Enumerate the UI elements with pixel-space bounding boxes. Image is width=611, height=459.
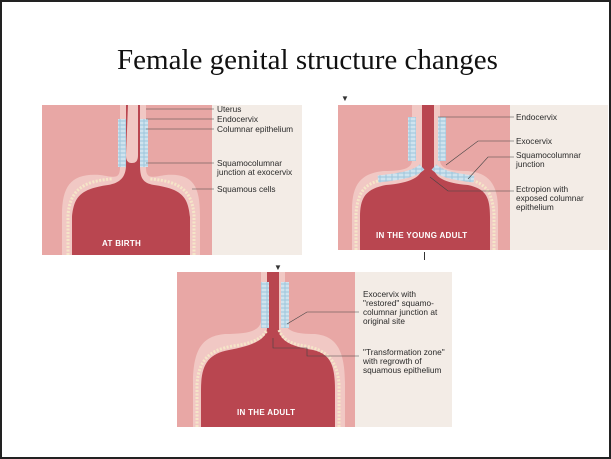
caption-young-adult: IN THE YOUNG ADULT bbox=[376, 231, 467, 240]
caption-adult: IN THE ADULT bbox=[237, 408, 295, 417]
divider-tick bbox=[424, 252, 425, 260]
label-transformation-zone: "Transformation zone" with regrowth of s… bbox=[363, 348, 445, 375]
label-columnar-epithelium: Columnar epithelium bbox=[217, 125, 293, 134]
arrow-marker-icon: ▼ bbox=[274, 264, 282, 272]
label-ectropion: Ectropion with exposed columnar epitheli… bbox=[516, 185, 584, 212]
label-exocervix-restored: Exocervix with "restored" squamo- column… bbox=[363, 290, 437, 326]
label-exocervix: Exocervix bbox=[516, 137, 552, 146]
label-uterus: Uterus bbox=[217, 105, 241, 114]
label-squamous-cells: Squamous cells bbox=[217, 185, 276, 194]
caption-at-birth: AT BIRTH bbox=[102, 239, 141, 248]
slide-title: Female genital structure changes bbox=[2, 44, 611, 77]
panel-adult: Exocervix with "restored" squamo- column… bbox=[177, 272, 452, 427]
label-squamocolumnar-junction: Squamocolumnar junction at exocervix bbox=[217, 159, 292, 177]
label-squamocolumnar-junction: Squamocolumnar junction bbox=[516, 151, 581, 169]
label-endocervix: Endocervix bbox=[217, 115, 258, 124]
panel-at-birth: Uterus Endocervix Columnar epithelium Sq… bbox=[42, 105, 302, 255]
cervix-young-adult-illustration bbox=[338, 105, 608, 250]
label-endocervix: Endocervix bbox=[516, 113, 557, 122]
panel-young-adult: Endocervix Exocervix Squamocolumnar junc… bbox=[338, 105, 608, 250]
arrow-marker-icon: ▼ bbox=[341, 95, 349, 103]
